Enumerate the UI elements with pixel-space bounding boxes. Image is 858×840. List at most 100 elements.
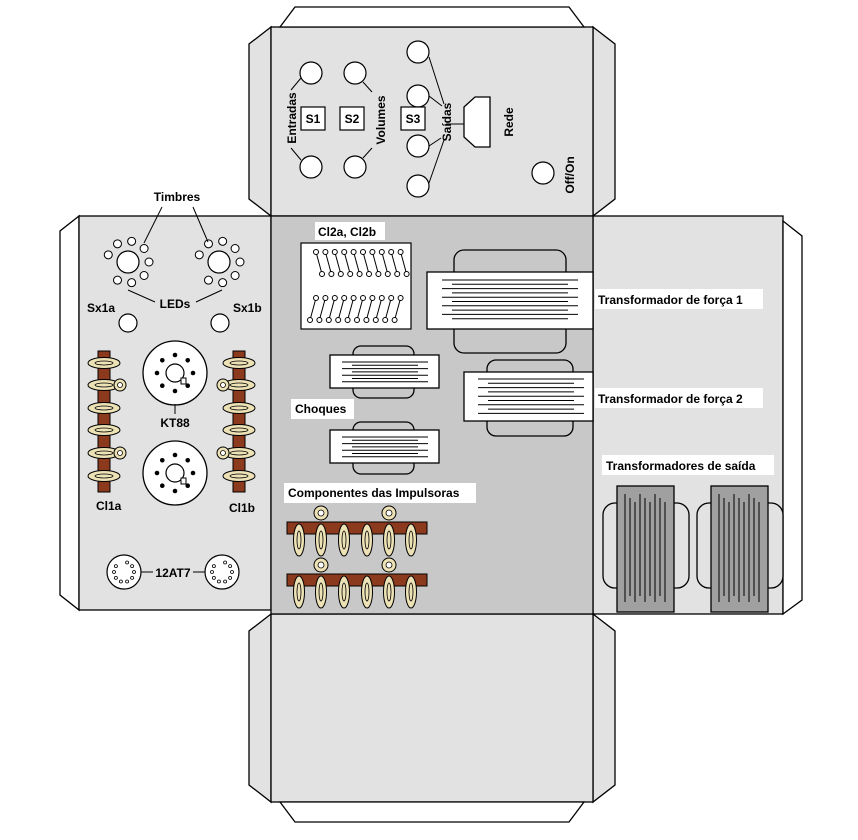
socket-pin [210,570,214,574]
switch-s1-label: S1 [306,112,321,126]
rotary-switch-position [230,270,240,280]
rotary-switch-position [235,257,245,267]
socket-pin [212,564,216,569]
socket-pin [230,570,234,574]
solder-lug-hole [296,582,302,602]
pcb-pad [363,317,370,323]
pcb-pad [384,271,391,277]
leds-leader-lines [127,289,223,303]
pcb-pad [322,249,329,255]
pcb-pad [328,271,335,277]
pcb-pad [344,317,351,323]
volume-knobs [343,61,367,179]
timbres-label: Timbres [154,190,201,204]
switch-s2: S2 [339,106,365,131]
solder-lug-hole [341,582,347,602]
mounting-lug-hole [385,561,393,569]
socket-pin [228,575,232,580]
pcb-pad [397,249,404,255]
solder-lug [361,523,373,557]
rotary-switch-position [194,250,204,260]
pcb-pad [378,295,385,301]
socket-pin [217,579,221,584]
pcb-pad [341,295,348,301]
socket-pin [228,564,232,569]
pcb-trace [390,251,398,275]
solder-lug-hole [341,530,347,550]
switch-s1: S1 [300,106,326,131]
sx1b-label: Sx1b [233,301,262,315]
sx1a-label: Sx1a [87,301,115,315]
saida-label-bg [602,455,774,475]
solder-lug-hole [94,360,114,366]
pcb-pad [369,295,376,301]
rotary-switch-position [127,236,137,246]
volumes-label: Volumes [374,95,388,144]
solder-lug [222,470,256,482]
solder-lug-hole [229,360,249,366]
solder-lug [361,575,373,609]
switch-s2-label: S2 [345,112,360,126]
pcb-trace [318,297,326,321]
socket-pin [132,570,136,574]
socket-pin [172,452,178,458]
impulsoras-label: Componentes das Impulsoras [288,486,460,500]
rotary-switch-position [144,257,154,267]
pcb-pad [378,249,385,255]
solder-lug [338,523,350,557]
solder-lug [383,523,395,557]
mounting-lug-hole [117,382,123,388]
switch-s3-label: S3 [406,112,421,126]
solder-lug [293,575,305,609]
pcb-pad [347,271,354,277]
offon-label: Off/On [563,156,577,193]
pcb-pad [322,295,329,301]
pcb-pad [394,271,401,277]
socket-pin [190,470,196,476]
rotary-switch-position [218,236,228,246]
tone-selector-left [103,236,154,288]
solder-lug-hole [296,530,302,550]
solder-lug [293,523,305,557]
solder-lug [405,523,417,557]
solder-lug-hole [408,582,414,602]
power-transformer-2 [463,359,594,437]
solder-lug-hole [94,473,114,479]
solder-lug [315,523,327,557]
solder-lug-hole [364,530,370,550]
pcb-trace [362,251,370,275]
solder-lug [87,424,121,436]
pcb-pad [388,249,395,255]
solder-lug [338,575,350,609]
solder-lug [383,575,395,609]
rotary-switch-position [204,275,213,285]
solder-lug [87,402,121,414]
pcb-pad [316,317,323,323]
pcb-pad [397,295,404,301]
socket-pin [223,560,227,565]
socket-pin [212,575,216,580]
leds-label: LEDs [160,297,191,311]
mounting-lug-hole [317,509,325,517]
socket-pin [159,483,165,489]
driver-strip-upper [286,505,428,557]
pcb-pad [331,249,338,255]
terminal-strip-cl1a [87,350,127,493]
tf2-label-bg [595,388,763,408]
solder-lug-hole [229,473,249,479]
12at7-socket-left [106,554,142,590]
choke-upper [329,345,440,399]
tf2-label: Transformador de força 2 [598,392,743,406]
pcb-trace [400,251,408,275]
solder-lug [222,424,256,436]
socket-pin [185,383,191,389]
led-indicators [118,313,230,333]
cl1a-label: Cl1a [96,499,122,513]
output-transformer-right [696,485,784,613]
pcb-pad [313,295,319,301]
rede-label: Rede [502,107,516,137]
solder-lug-hole [94,450,114,456]
pcb-trace [356,297,364,321]
pcb-pad [356,271,363,277]
